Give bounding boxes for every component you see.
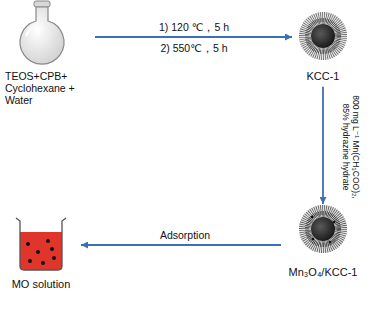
reagent-flask: TEOS+CPB+ Cyclohexane + Water (3, 2, 95, 110)
process-arrow (322, 87, 324, 204)
process-arrow (95, 36, 292, 38)
edge-label: Adsorption (159, 229, 211, 241)
node-label: KCC-1 (306, 70, 339, 83)
node-label: MO solution (12, 278, 71, 291)
edge-label: 1) 120 ℃，5 h (158, 21, 230, 33)
beaker-illustration (16, 218, 66, 270)
condition-label: 2) 550℃，5 h (159, 42, 228, 54)
process-arrow (81, 244, 281, 246)
kcc1-particle-box: KCC-1 (292, 8, 354, 87)
edge-label: 800 mg L⁻¹ Mn(CH₃COO)₂, 85% hydrazine hy… (340, 92, 360, 202)
kcc1-particle (299, 12, 347, 60)
node-label: TEOS+CPB+ Cyclohexane + Water (5, 70, 77, 106)
flask-illustration (20, 1, 64, 64)
node-label: Mn₃O₄/KCC-1 (289, 266, 358, 279)
mn3o4-kcc1-particle (299, 205, 347, 253)
product-particle-box: Mn₃O₄/KCC-1 (281, 204, 365, 283)
solution-beaker: MO solution (1, 212, 81, 295)
